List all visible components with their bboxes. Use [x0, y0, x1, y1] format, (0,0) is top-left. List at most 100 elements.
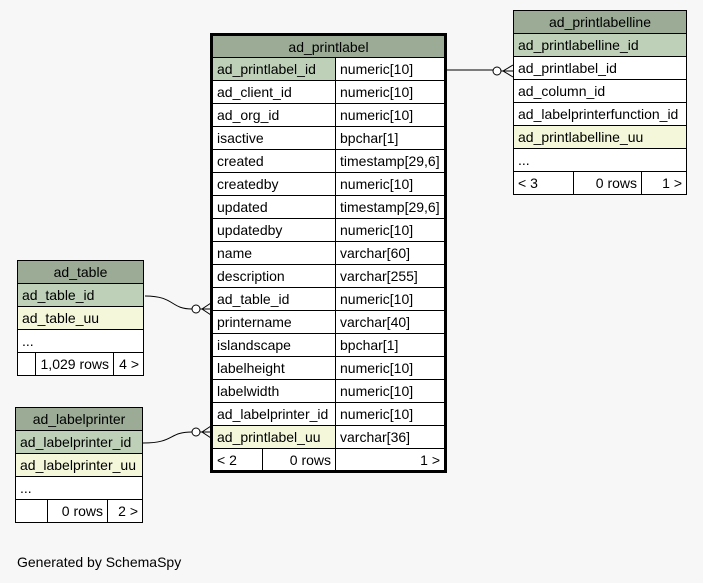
- column-type: numeric[10]: [335, 80, 446, 104]
- entity-title[interactable]: ad_printlabel: [211, 34, 446, 58]
- column-name[interactable]: ad_printlabelline_uu: [513, 125, 687, 149]
- column-type: numeric[10]: [335, 103, 446, 127]
- column-type: bpchar[1]: [335, 333, 446, 357]
- column-name[interactable]: printername: [211, 310, 336, 334]
- children-count[interactable]: 1 >: [641, 171, 687, 195]
- column-type: numeric[10]: [335, 356, 446, 380]
- children-count[interactable]: 4 >: [113, 352, 144, 376]
- column-row[interactable]: ad_labelprinterfunction_id: [513, 102, 687, 126]
- column-name[interactable]: ad_table_id: [211, 287, 336, 311]
- column-row[interactable]: ad_printlabelline_uu: [513, 125, 687, 149]
- parents-count[interactable]: [17, 352, 36, 376]
- column-row[interactable]: ad_printlabelline_id: [513, 33, 687, 57]
- column-name[interactable]: ad_org_id: [211, 103, 336, 127]
- column-name[interactable]: islandscape: [211, 333, 336, 357]
- column-type: numeric[10]: [335, 172, 446, 196]
- column-type: numeric[10]: [335, 218, 446, 242]
- column-row[interactable]: ad_labelprinter_uu: [15, 453, 143, 477]
- column-name[interactable]: ad_labelprinterfunction_id: [513, 102, 687, 126]
- column-name[interactable]: updated: [211, 195, 336, 219]
- column-row[interactable]: ad_table_id: [17, 283, 144, 307]
- parents-count[interactable]: [15, 499, 48, 523]
- column-type: timestamp[29,6]: [335, 195, 446, 219]
- parents-count[interactable]: < 2: [211, 448, 263, 472]
- column-name[interactable]: createdby: [211, 172, 336, 196]
- children-count[interactable]: 2 >: [107, 499, 143, 523]
- column-name[interactable]: ad_labelprinter_id: [211, 402, 336, 426]
- column-type: timestamp[29,6]: [335, 149, 446, 173]
- column-type: numeric[10]: [335, 287, 446, 311]
- column-name[interactable]: description: [211, 264, 336, 288]
- column-type: numeric[10]: [335, 402, 446, 426]
- column-type: varchar[255]: [335, 264, 446, 288]
- column-row[interactable]: ad_labelprinter_id: [15, 430, 143, 454]
- entity-title[interactable]: ad_printlabelline: [513, 10, 687, 34]
- column-row[interactable]: ...: [513, 148, 687, 172]
- column-name[interactable]: ad_labelprinter_id: [15, 430, 143, 454]
- row-count: 0 rows: [47, 499, 108, 523]
- more-columns[interactable]: ...: [15, 476, 143, 500]
- more-columns[interactable]: ...: [17, 329, 144, 353]
- column-name[interactable]: ad_table_id: [17, 283, 144, 307]
- column-name[interactable]: ad_table_uu: [17, 306, 144, 330]
- column-row[interactable]: ...: [15, 476, 143, 500]
- column-name[interactable]: ad_printlabelline_id: [513, 33, 687, 57]
- column-name[interactable]: labelheight: [211, 356, 336, 380]
- relationship-labelprinter-to-printlabel: [142, 425, 212, 444]
- column-type: numeric[10]: [335, 379, 446, 403]
- column-name[interactable]: ad_printlabel_id: [211, 57, 336, 81]
- relationship-printlabel-to-printlabelline: [447, 64, 514, 78]
- parents-count[interactable]: < 3: [513, 171, 574, 195]
- column-type: varchar[36]: [335, 425, 446, 449]
- column-type: numeric[10]: [335, 57, 446, 81]
- column-row[interactable]: ad_column_id: [513, 79, 687, 103]
- column-row[interactable]: ...: [17, 329, 144, 353]
- column-name[interactable]: isactive: [211, 126, 336, 150]
- column-name[interactable]: ad_labelprinter_uu: [15, 453, 143, 477]
- row-count: 1,029 rows: [35, 352, 114, 376]
- column-name[interactable]: name: [211, 241, 336, 265]
- entity-title[interactable]: ad_table: [17, 260, 144, 284]
- column-row[interactable]: ad_table_uu: [17, 306, 144, 330]
- column-name[interactable]: labelwidth: [211, 379, 336, 403]
- column-type: bpchar[1]: [335, 126, 446, 150]
- column-type: varchar[40]: [335, 310, 446, 334]
- column-name[interactable]: ad_column_id: [513, 79, 687, 103]
- column-row[interactable]: ad_printlabel_id: [513, 56, 687, 80]
- relationship-table-to-printlabel: [144, 295, 212, 316]
- column-name[interactable]: created: [211, 149, 336, 173]
- children-count[interactable]: 1 >: [335, 448, 446, 472]
- column-name[interactable]: ad_printlabel_uu: [211, 425, 336, 449]
- column-name[interactable]: updatedby: [211, 218, 336, 242]
- column-name[interactable]: ad_printlabel_id: [513, 56, 687, 80]
- column-name[interactable]: ad_client_id: [211, 80, 336, 104]
- entity-title[interactable]: ad_labelprinter: [15, 407, 143, 431]
- row-count: 0 rows: [262, 448, 336, 472]
- more-columns[interactable]: ...: [513, 148, 687, 172]
